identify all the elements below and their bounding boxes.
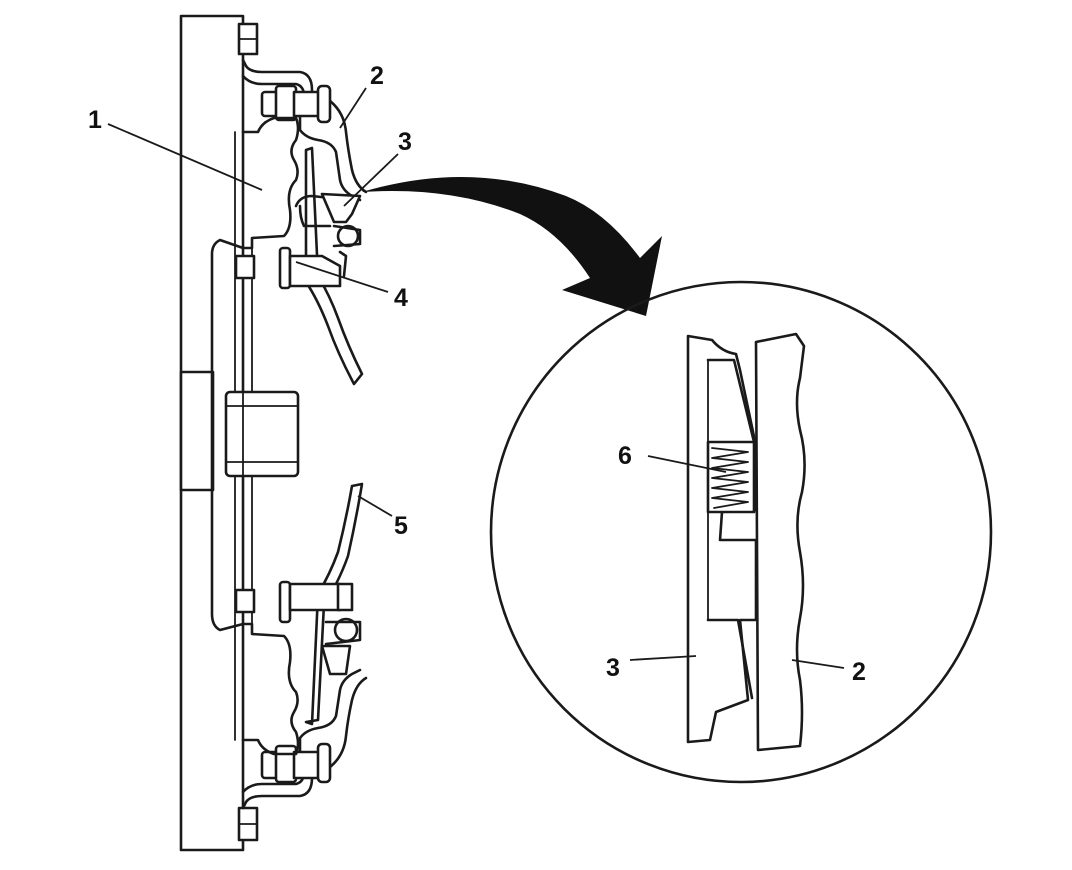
leader-2-top (339, 87, 367, 129)
bottom-diaphragm-finger (304, 482, 364, 726)
callout-labels: 1 2 3 4 5 6 3 2 (88, 62, 866, 686)
leader-6 (647, 455, 727, 473)
detail-coil-spring (706, 440, 756, 514)
detail-strap (686, 334, 758, 744)
callout-5: 5 (394, 512, 408, 540)
leader-1 (107, 123, 263, 191)
detail-view (489, 280, 993, 784)
callout-2-detail: 2 (852, 658, 866, 686)
bottom-strap-clip (278, 580, 362, 676)
callout-3-detail: 3 (606, 654, 620, 682)
top-rivet (260, 84, 332, 124)
callout-6: 6 (618, 442, 632, 470)
leader-4 (295, 261, 389, 293)
clutch-cross-section (179, 14, 368, 852)
top-diaphragm-finger (294, 146, 364, 386)
pressure-plate-cover-top (241, 58, 368, 202)
callout-4: 4 (394, 284, 408, 312)
detail-cover (754, 332, 806, 752)
pressure-plate (241, 116, 300, 756)
leader-5 (357, 495, 393, 517)
leader-2-detail (791, 659, 845, 669)
callout-2-top: 2 (370, 62, 384, 90)
leader-lines (107, 87, 845, 669)
callout-3-top: 3 (398, 128, 412, 156)
pressure-plate-cover-bottom (241, 668, 368, 810)
leader-3-detail (629, 655, 697, 661)
detail-arrow (362, 176, 662, 316)
leader-3-top (343, 153, 399, 207)
top-mounting-bolt (237, 22, 259, 56)
center-hub (224, 390, 300, 478)
callout-1: 1 (88, 106, 102, 134)
bottom-mounting-bolt (237, 806, 259, 842)
